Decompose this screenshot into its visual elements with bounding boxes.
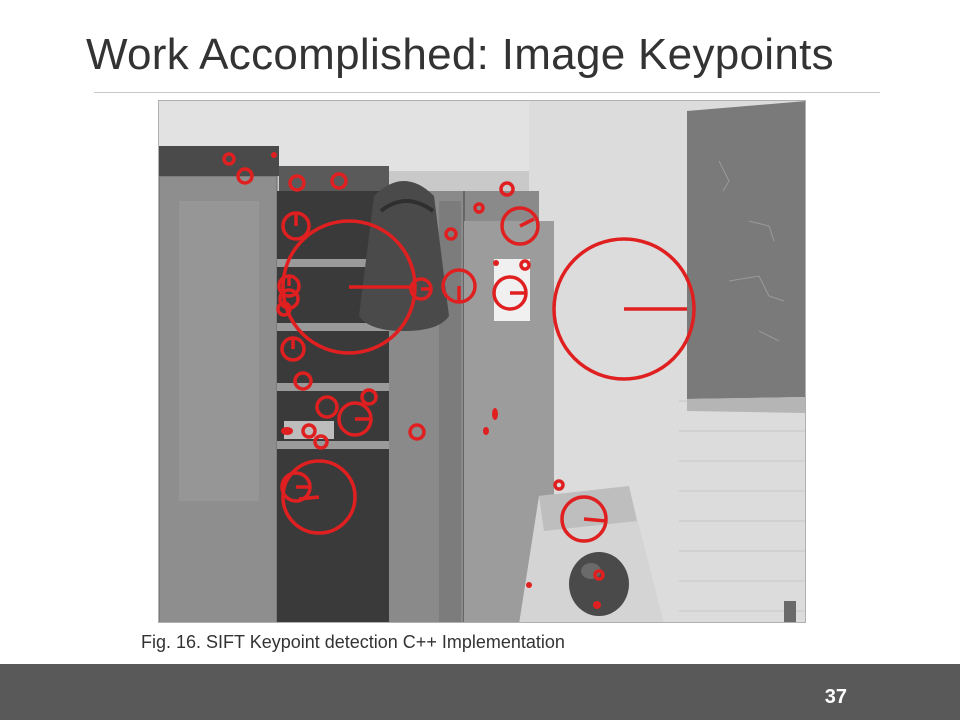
figure-caption: Fig. 16. SIFT Keypoint detection C++ Imp…: [141, 632, 565, 652]
keypoint-image: [159, 101, 805, 622]
footer-bar: [0, 664, 960, 720]
keypoint-markers: [222, 152, 696, 581]
sift-keypoints-figure: [158, 100, 806, 623]
slide-title: Work Accomplished: Image Keypoints: [86, 30, 834, 79]
page-number: 37: [824, 686, 847, 708]
title-divider: [94, 92, 880, 93]
